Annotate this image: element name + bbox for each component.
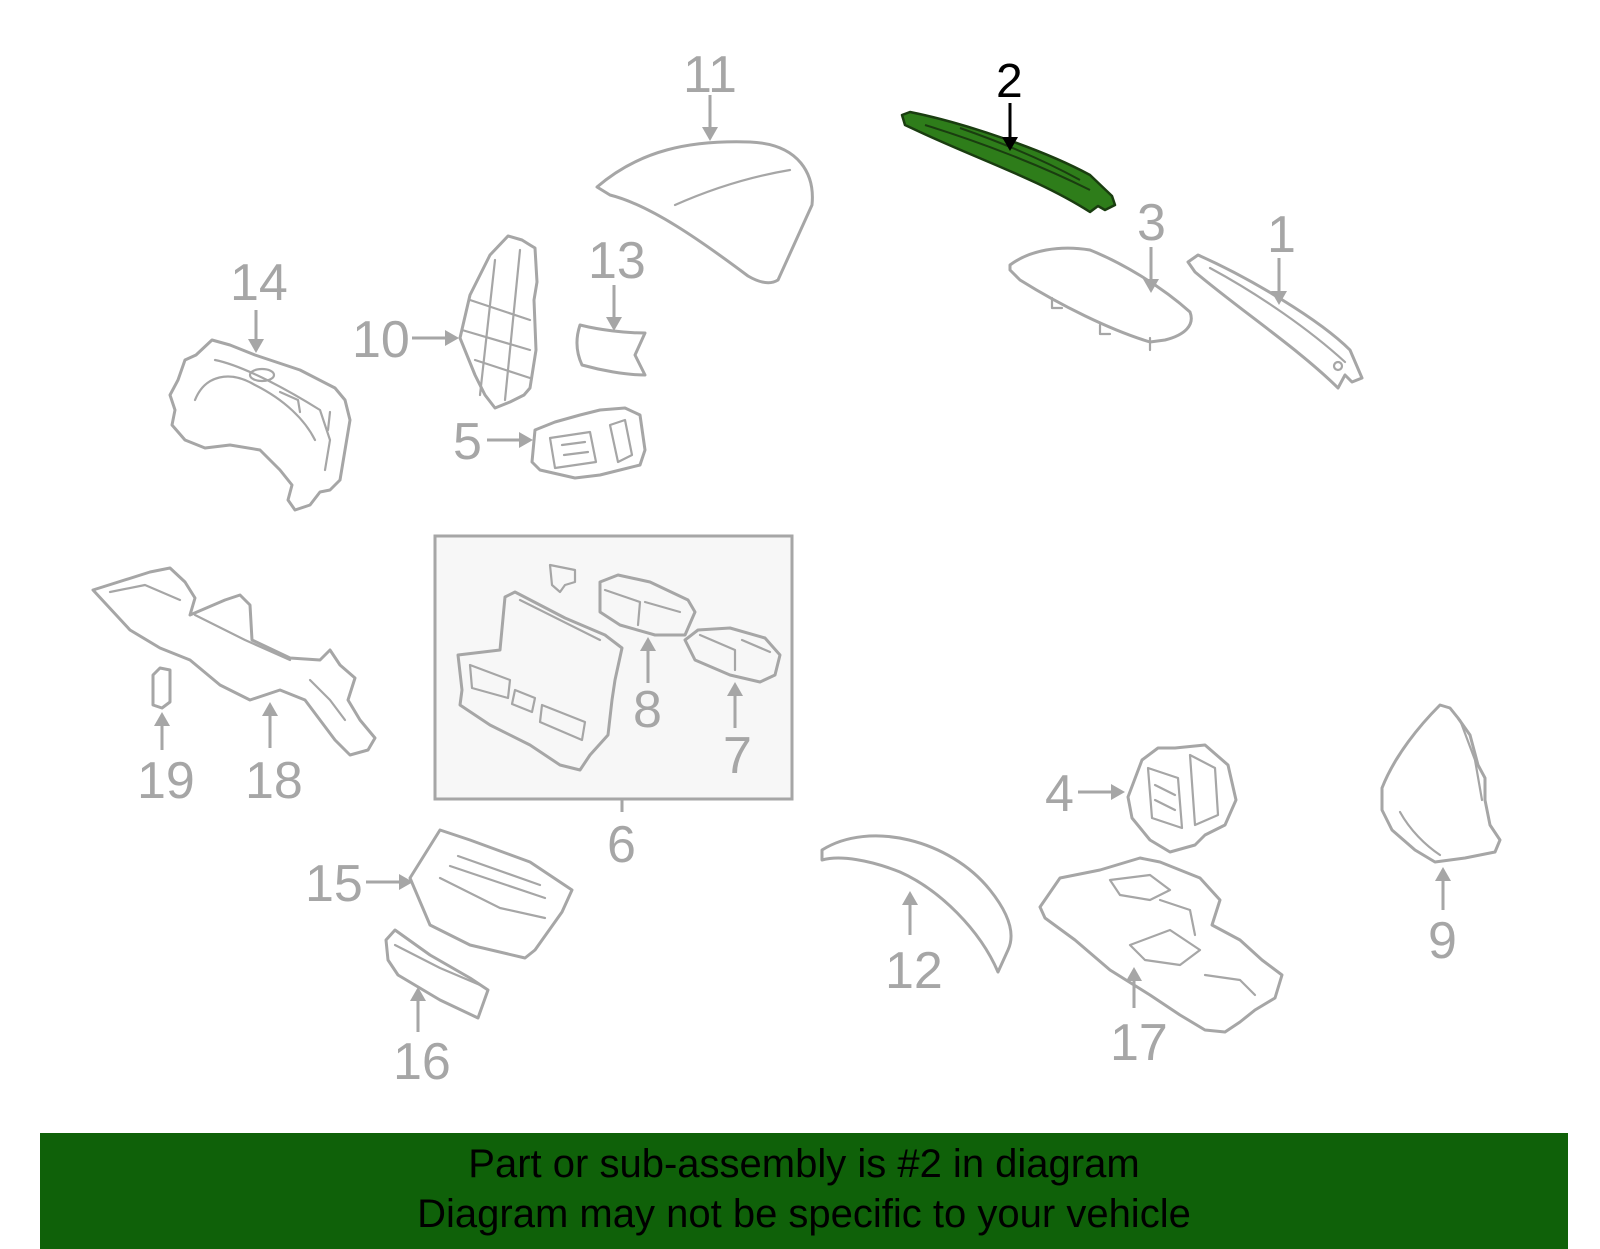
- part-7[interactable]: [683, 626, 782, 684]
- arrowhead-8: [640, 637, 656, 651]
- part-2-highlighted[interactable]: [900, 110, 1117, 214]
- callout-11[interactable]: 11: [683, 46, 737, 104]
- part-12[interactable]: [820, 834, 1013, 974]
- info-banner: Part or sub-assembly is #2 in diagram Di…: [40, 1133, 1568, 1249]
- callout-15[interactable]: 15: [305, 855, 363, 913]
- callout-18[interactable]: 18: [245, 752, 303, 810]
- callout-2[interactable]: 2: [996, 55, 1023, 108]
- part-6-assembly[interactable]: [456, 563, 624, 772]
- part-15[interactable]: [408, 828, 574, 960]
- arrowhead-19: [154, 712, 170, 726]
- part-9[interactable]: [1380, 703, 1502, 864]
- arrowhead-1: [1271, 291, 1287, 305]
- arrowhead-3: [1143, 279, 1159, 293]
- part-11[interactable]: [595, 140, 814, 285]
- arrowhead-10: [445, 330, 459, 346]
- callout-6[interactable]: 6: [607, 816, 636, 874]
- callout-10[interactable]: 10: [352, 311, 410, 369]
- callout-13[interactable]: 13: [588, 232, 646, 290]
- part-8[interactable]: [598, 573, 697, 637]
- callout-7[interactable]: 7: [723, 727, 752, 785]
- callout-17[interactable]: 17: [1110, 1014, 1168, 1072]
- arrowhead-5: [519, 432, 533, 448]
- callout-3[interactable]: 3: [1137, 194, 1166, 252]
- callout-19[interactable]: 19: [137, 752, 195, 810]
- callout-4[interactable]: 4: [1045, 765, 1074, 823]
- parts-diagram: 11 2 3 1 14: [91, 46, 1502, 1091]
- arrowhead-16: [410, 987, 426, 1001]
- part-17[interactable]: [1038, 856, 1284, 1034]
- callout-5[interactable]: 5: [453, 413, 482, 471]
- arrowhead-15: [399, 874, 413, 890]
- banner-line-disclaimer: Diagram may not be specific to your vehi…: [417, 1192, 1191, 1236]
- callout-16[interactable]: 16: [393, 1033, 451, 1091]
- callout-1[interactable]: 1: [1267, 206, 1296, 264]
- arrowhead-14: [248, 339, 264, 353]
- arrowhead-18: [262, 702, 278, 716]
- callout-8[interactable]: 8: [633, 681, 662, 739]
- arrowhead-4: [1111, 784, 1125, 800]
- arrowhead-13: [606, 317, 622, 331]
- part-18[interactable]: [91, 566, 377, 757]
- part-10[interactable]: [458, 234, 539, 410]
- arrowhead-11: [702, 127, 718, 141]
- arrowhead-17: [1126, 967, 1142, 981]
- banner-line-part-number: Part or sub-assembly is #2 in diagram: [468, 1142, 1140, 1186]
- part-1[interactable]: [1186, 253, 1364, 390]
- arrowhead-9: [1435, 867, 1451, 881]
- arrowhead-7: [727, 682, 743, 696]
- part-4[interactable]: [1126, 743, 1238, 854]
- callout-9[interactable]: 9: [1428, 912, 1457, 970]
- part-14[interactable]: [168, 338, 352, 512]
- part-3[interactable]: [1008, 246, 1193, 352]
- inset-box-6: [433, 534, 794, 801]
- arrowhead-12: [902, 891, 918, 905]
- callout-14[interactable]: 14: [230, 254, 288, 312]
- part-19[interactable]: [151, 666, 172, 710]
- part-5[interactable]: [530, 406, 647, 480]
- part-16[interactable]: [384, 928, 490, 1020]
- part-13[interactable]: [575, 323, 647, 377]
- arrowhead-2: [1002, 137, 1018, 151]
- callout-12[interactable]: 12: [885, 942, 943, 1000]
